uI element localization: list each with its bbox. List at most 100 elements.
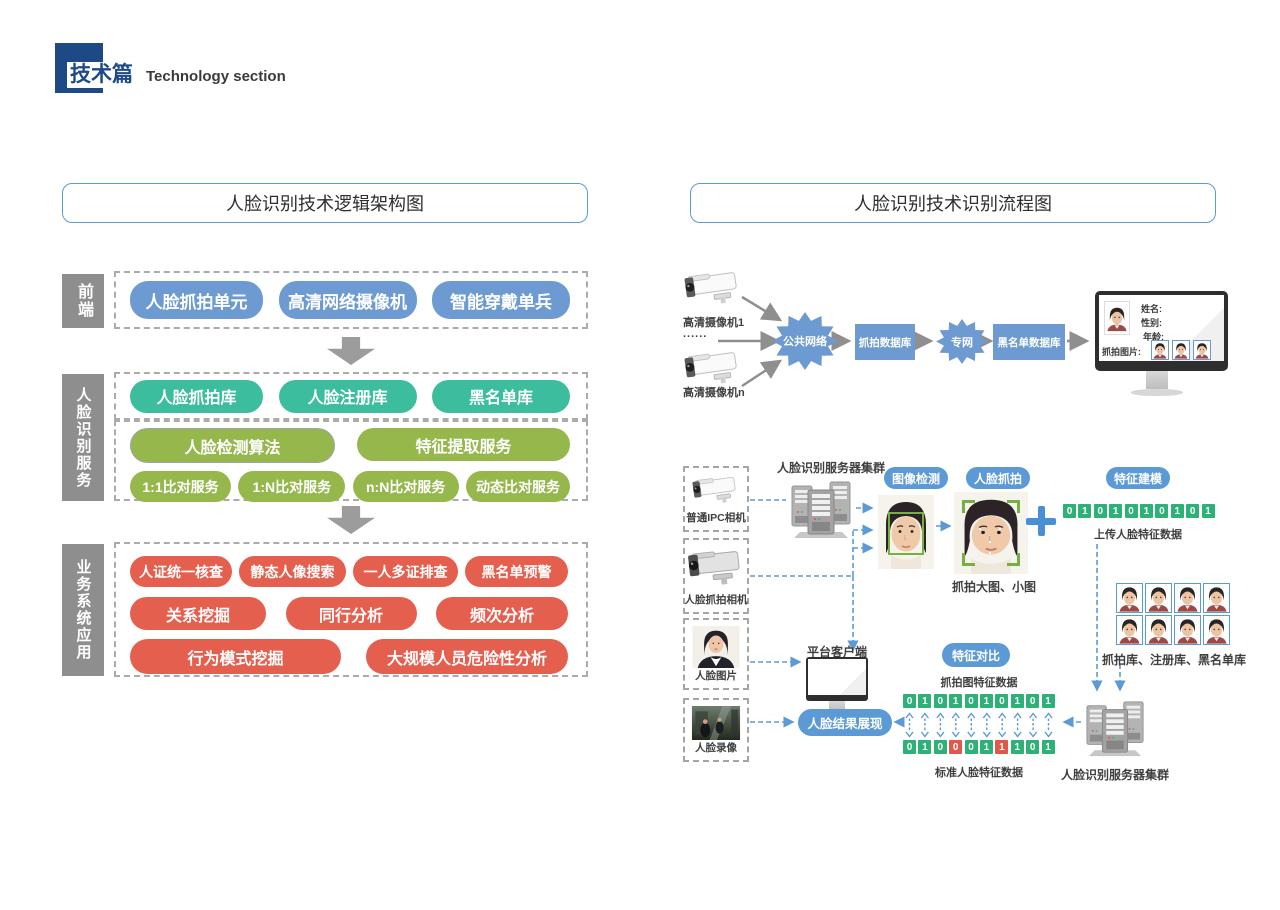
field-age: 年龄:	[1143, 332, 1164, 342]
node-id-verify: 人证统一核查	[130, 556, 232, 587]
bit-box: 0	[1124, 504, 1138, 518]
bit-box: 0	[1026, 740, 1040, 754]
section-label-recognition-service: 人脸识别服务	[62, 374, 104, 501]
library-caption: 抓拍库、注册库、黑名单库	[1101, 653, 1246, 667]
arrow-down-icon	[327, 506, 375, 534]
node-feature-extract-service: 特征提取服务	[357, 428, 570, 461]
result-photo	[1104, 301, 1130, 335]
standard-feature-caption: 标准人脸特征数据	[935, 767, 1023, 779]
monitor-stand	[1146, 371, 1168, 389]
cluster-bottom-label: 人脸识别服务器集群	[1060, 768, 1169, 782]
face-photo	[1116, 583, 1143, 613]
cameraN-label: 高清摄像机n	[683, 387, 745, 399]
node-mass-risk-analysis: 大规模人员危险性分析	[366, 639, 568, 674]
node-1-n-compare: 1:N比对服务	[238, 471, 346, 502]
node-n-n-compare: n:N比对服务	[352, 471, 459, 502]
capture-thumbnail	[1172, 340, 1190, 360]
monitor-base	[1131, 389, 1183, 396]
page-title-en: Technology section	[146, 68, 286, 85]
node-companion-analysis: 同行分析	[285, 597, 417, 630]
bit-box: 0	[903, 694, 916, 708]
face-photo	[1145, 583, 1172, 613]
field-gender: 性别:	[1141, 318, 1162, 328]
camera-icon	[687, 546, 745, 588]
bit-box: 1	[1010, 694, 1024, 708]
node-frequency-analysis: 频次分析	[436, 597, 568, 630]
face-library-grid	[1116, 583, 1230, 645]
client-monitor	[806, 657, 868, 701]
monitor-stand	[829, 701, 845, 711]
bit-box: 0	[964, 694, 978, 708]
source-label: 人脸图片	[695, 670, 737, 682]
section-label-frontend: 前端	[62, 274, 104, 328]
capture-thumbnails	[1151, 340, 1211, 360]
bit-box: 1	[1041, 694, 1055, 708]
pill-feature-compare: 特征对比	[942, 643, 1010, 667]
node-capture-library: 人脸抓拍库	[130, 379, 263, 413]
node-face-detect-algorithm: 人脸检测算法	[130, 428, 335, 463]
capture-db-node: 抓拍数据库	[855, 324, 915, 360]
service-db-box: 人脸抓拍库 人脸注册库 黑名单库	[114, 372, 588, 420]
face-detect-frame	[888, 512, 924, 555]
capture-thumbnail	[1151, 340, 1169, 360]
source-face-photo: 人脸图片	[683, 618, 749, 690]
face-photo	[1116, 615, 1143, 645]
node-face-capture-unit: 人脸抓拍单元	[130, 281, 263, 319]
upload-caption: 上传人脸特征数据	[1094, 529, 1182, 541]
video-image	[689, 706, 743, 740]
server-cluster-icon	[1083, 696, 1147, 758]
frontend-box: 人脸抓拍单元 高清网络摄像机 智能穿戴单兵	[114, 271, 588, 329]
business-box: 人证统一核查 静态人像搜索 一人多证排查 黑名单预警 关系挖掘 同行分析 频次分…	[114, 542, 588, 677]
node-dynamic-compare: 动态比对服务	[465, 471, 570, 502]
bracket-icon	[1007, 500, 1020, 513]
capture-thumbnail	[1193, 340, 1211, 360]
camera-icon	[689, 474, 743, 506]
pill-face-capture: 人脸抓拍	[966, 467, 1030, 489]
cluster-top-label: 人脸识别服务器集群	[776, 461, 885, 475]
connector-layer	[718, 295, 1126, 728]
service-algo-box: 人脸检测算法 特征提取服务 1:1比对服务 1:N比对服务 n:N比对服务 动态…	[114, 420, 588, 502]
node-behavior-mining: 行为模式挖掘	[130, 639, 341, 674]
bracket-icon	[962, 553, 975, 566]
bit-box: 0	[1155, 504, 1169, 518]
face-photo	[1203, 615, 1230, 645]
bit-box: 0	[1093, 504, 1107, 518]
pill-image-detect: 图像检测	[884, 467, 948, 489]
bit-box: 0	[933, 740, 947, 754]
client-caption: 平台客户端	[806, 645, 867, 659]
node-hd-network-camera: 高清网络摄像机	[278, 281, 417, 319]
source-face-video: 人脸录像	[683, 698, 749, 762]
node-1-1-compare: 1:1比对服务	[130, 471, 231, 502]
portrait-image	[689, 626, 743, 668]
arrow-down-icon	[327, 337, 375, 365]
result-monitor-screen: 姓名: 性别: 年龄: 抓拍图片:	[1099, 295, 1224, 361]
capture-db-label: 抓拍数据库	[858, 336, 912, 349]
camera1-label: 高清摄像机1	[683, 317, 745, 329]
server-cluster-icon	[788, 476, 854, 540]
source-label: 普通IPC相机	[686, 512, 746, 524]
plus-icon	[1026, 506, 1056, 536]
bit-box: 1	[1010, 740, 1024, 754]
bit-box: 0	[1063, 504, 1076, 518]
bit-box: 0	[1026, 694, 1040, 708]
bit-box: 0	[933, 694, 947, 708]
compare-arrows	[905, 712, 1053, 738]
result-monitor: 姓名: 性别: 年龄: 抓拍图片:	[1095, 291, 1228, 371]
bit-box: 1	[1041, 740, 1055, 754]
bit-box: 0	[995, 694, 1009, 708]
source-capture-camera: 人脸抓拍相机	[683, 538, 749, 614]
section-label-business-app: 业务系统应用	[62, 544, 104, 676]
bit-box: 0	[903, 740, 916, 754]
bit-box: 1	[1201, 504, 1215, 518]
left-diagram-title: 人脸识别技术逻辑架构图	[62, 183, 588, 223]
node-blacklist-alert: 黑名单预警	[465, 556, 568, 587]
bit-box: 1	[949, 694, 963, 708]
snap-caption: 抓拍大图、小图	[951, 580, 1036, 594]
left-diagram-title-text: 人脸识别技术逻辑架构图	[226, 194, 424, 214]
bracket-icon	[1007, 553, 1020, 566]
bit-box: 1	[995, 740, 1009, 754]
